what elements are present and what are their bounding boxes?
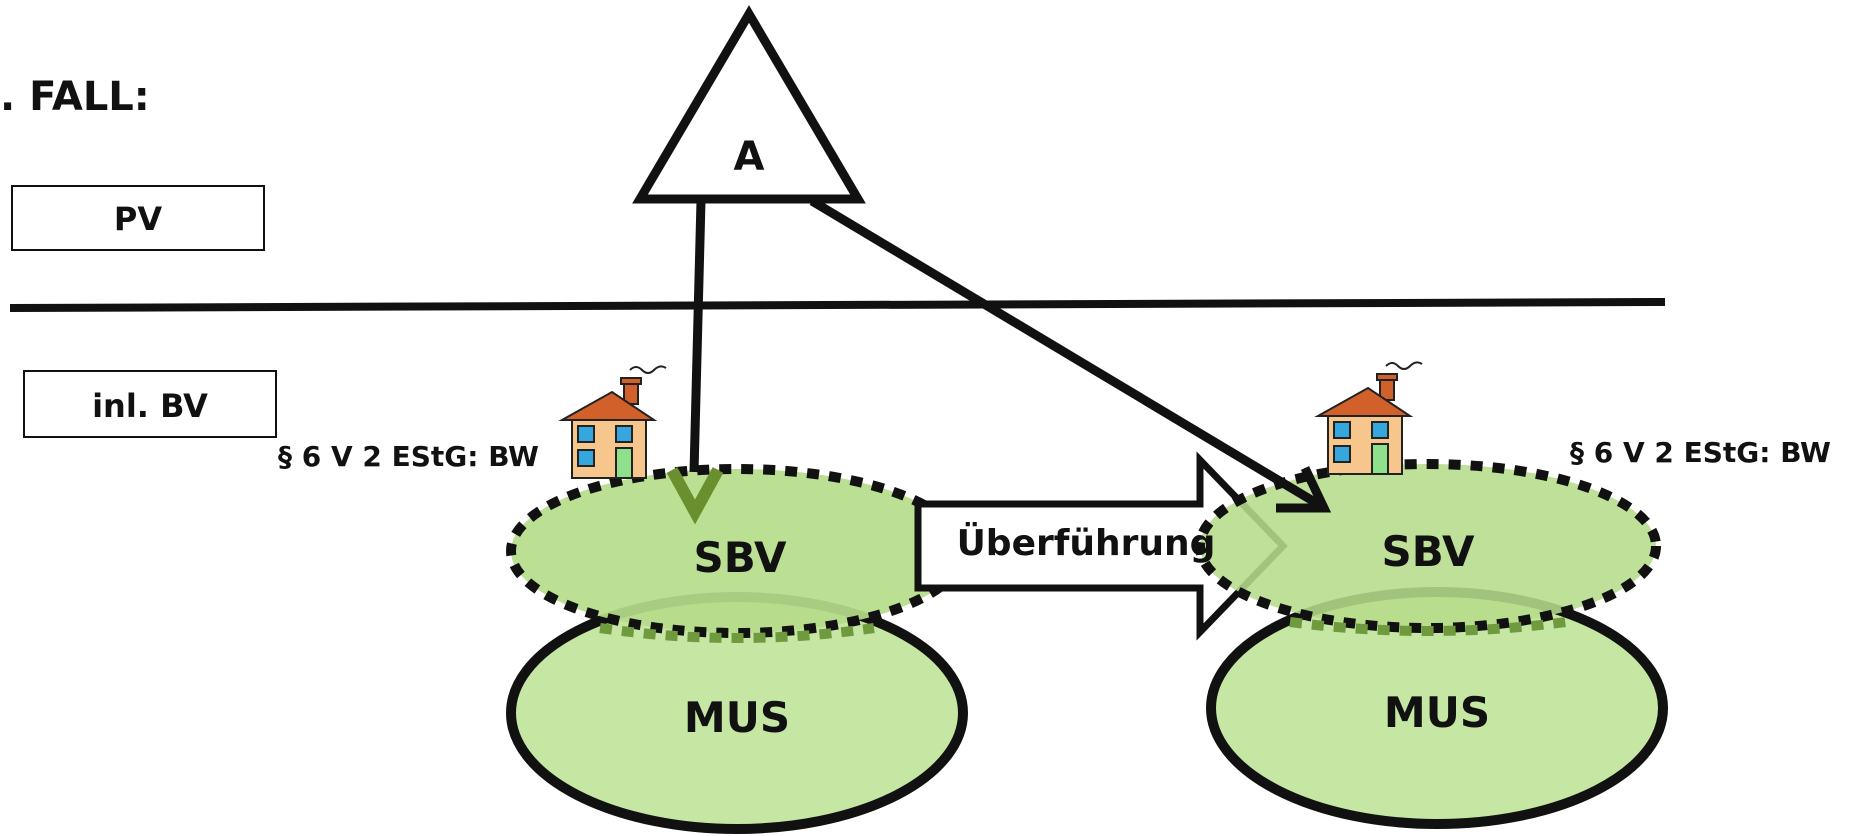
case-heading: . FALL:	[0, 74, 150, 120]
vertical-connector	[689, 200, 706, 473]
sbv-label-right: SBV	[1381, 527, 1475, 576]
sbv-right-lower-dash	[1289, 617, 1567, 636]
divider-line	[9, 298, 1666, 312]
house-icon	[1314, 361, 1423, 475]
mus-label-right: MUS	[1384, 688, 1490, 737]
inl-bv-label: inl. BV	[92, 387, 208, 425]
green-arrowhead	[666, 467, 724, 525]
sbv-label-left: SBV	[693, 533, 787, 582]
paragraph-label-right: § 6 V 2 EStG: BW	[1570, 436, 1831, 469]
pv-label: PV	[114, 200, 162, 238]
diagonal-arrow-line	[809, 197, 1321, 508]
diagonal-arrowhead	[1276, 466, 1332, 513]
owner-triangle: A	[632, 5, 866, 204]
triangle-label: A	[734, 134, 765, 180]
inl-bv-box: inl. BV	[23, 370, 277, 438]
sbv-left-lower-dash	[599, 623, 875, 643]
pv-box: PV	[11, 185, 265, 251]
transfer-label: Überführung	[957, 522, 1216, 564]
mus-label-left: MUS	[684, 693, 790, 742]
paragraph-label-left: § 6 V 2 EStG: BW	[278, 440, 539, 473]
house-icon	[558, 365, 667, 479]
